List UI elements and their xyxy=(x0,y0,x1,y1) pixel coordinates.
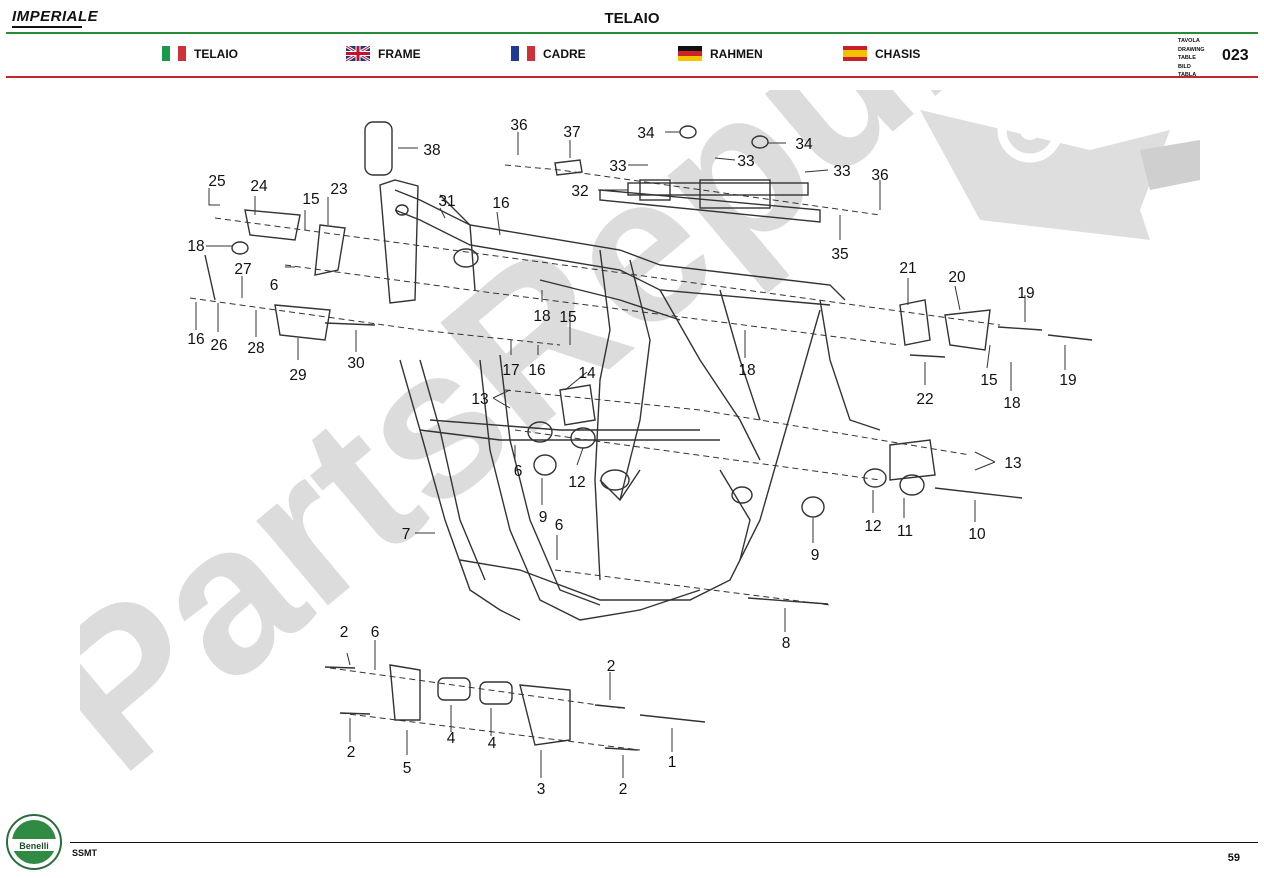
callout-18: 18 xyxy=(738,362,755,379)
callout-38: 38 xyxy=(423,142,440,159)
callout-6: 6 xyxy=(371,624,380,641)
benelli-logo: Benelli xyxy=(6,814,62,870)
callout-35: 35 xyxy=(831,246,848,263)
callout-16: 16 xyxy=(187,331,204,348)
drawing-label: DRAWING xyxy=(1178,46,1205,53)
gear-flag-icon xyxy=(920,97,1200,240)
callout-12: 12 xyxy=(568,474,585,491)
callout-12: 12 xyxy=(864,518,881,535)
brand-logo-text: IMPERIALE xyxy=(12,8,99,25)
callout-3: 3 xyxy=(537,781,546,798)
callout-18: 18 xyxy=(187,238,204,255)
callout-34: 34 xyxy=(637,125,655,142)
callout-6: 6 xyxy=(270,277,279,294)
page-number: 59 xyxy=(1227,852,1240,864)
callout-34: 34 xyxy=(795,136,813,153)
footer-model: SSMT xyxy=(72,848,98,858)
header-divider-red xyxy=(6,76,1258,78)
uk-flag-icon xyxy=(346,46,370,61)
callout-15: 15 xyxy=(559,309,576,326)
callout-21: 21 xyxy=(899,260,916,277)
callout-15: 15 xyxy=(302,191,319,208)
callout-5: 5 xyxy=(403,760,412,777)
callout-19: 19 xyxy=(1059,372,1076,389)
callout-32: 32 xyxy=(571,183,588,200)
callout-2: 2 xyxy=(340,624,349,641)
callout-31: 31 xyxy=(438,193,455,210)
callout-11: 11 xyxy=(897,523,913,540)
callout-9: 9 xyxy=(811,547,820,564)
callout-30: 30 xyxy=(347,355,365,372)
frame-exploded-diagram: 1 2 2 2 2 3 4 4 5 6 6 6 6 7 8 9 9 10 11 … xyxy=(187,117,1093,798)
callout-7: 7 xyxy=(402,526,411,543)
language-item-english: FRAME xyxy=(346,46,421,61)
callout-29: 29 xyxy=(289,367,306,384)
language-label: CHASIS xyxy=(875,46,921,61)
drawing-label: TABLE xyxy=(1178,55,1196,61)
callout-13: 13 xyxy=(1004,455,1021,472)
callout-6: 6 xyxy=(514,463,523,480)
callout-4: 4 xyxy=(488,735,497,752)
callout-2: 2 xyxy=(607,658,616,675)
callout-33: 33 xyxy=(609,158,626,175)
callout-24: 24 xyxy=(250,178,268,195)
callout-numbers: 1 2 2 2 2 3 4 4 5 6 6 6 6 7 8 9 9 10 11 … xyxy=(187,117,1076,798)
language-label: CADRE xyxy=(543,46,586,61)
callout-22: 22 xyxy=(916,391,933,408)
france-flag-icon xyxy=(511,46,535,61)
drawing-number: 023 xyxy=(1222,47,1249,64)
brand-underline xyxy=(12,26,82,28)
language-label: FRAME xyxy=(378,46,421,61)
drawing-label: TAVOLA xyxy=(1178,38,1200,44)
callout-33: 33 xyxy=(737,153,754,170)
callout-10: 10 xyxy=(968,526,986,543)
alignment-lines xyxy=(189,164,1001,751)
callout-8: 8 xyxy=(782,635,791,652)
language-item-spanish: CHASIS xyxy=(843,46,920,61)
spain-flag-icon xyxy=(843,46,867,61)
callout-36: 36 xyxy=(871,167,888,184)
callout-33: 33 xyxy=(833,163,850,180)
footer-divider xyxy=(70,842,1258,843)
callout-25: 25 xyxy=(208,173,225,190)
italy-flag-icon xyxy=(162,46,186,61)
callout-2: 2 xyxy=(347,744,356,761)
callout-36: 36 xyxy=(510,117,527,134)
callout-1: 1 xyxy=(668,754,677,771)
callout-2: 2 xyxy=(619,781,628,798)
callout-13: 13 xyxy=(471,391,488,408)
language-label: RAHMEN xyxy=(710,46,763,61)
germany-flag-icon xyxy=(678,46,702,61)
callout-9: 9 xyxy=(539,509,548,526)
callout-4: 4 xyxy=(447,730,456,747)
header-divider-green xyxy=(6,32,1258,34)
callout-19: 19 xyxy=(1017,285,1034,302)
page-title: TELAIO xyxy=(604,10,660,27)
callout-26: 26 xyxy=(210,337,227,354)
drawing-label: TABLA xyxy=(1178,72,1197,78)
callout-16: 16 xyxy=(492,195,509,212)
callout-18: 18 xyxy=(533,308,550,325)
language-label: TELAIO xyxy=(194,46,238,61)
callout-28: 28 xyxy=(247,340,264,357)
callout-14: 14 xyxy=(578,365,596,382)
bolts xyxy=(324,322,1093,751)
language-item-italian: TELAIO xyxy=(162,46,238,61)
logo-text: Benelli xyxy=(19,841,49,851)
language-item-french: CADRE xyxy=(511,46,586,61)
callout-20: 20 xyxy=(948,269,966,286)
callout-23: 23 xyxy=(330,181,347,198)
language-item-german: RAHMEN xyxy=(678,46,763,61)
drawing-labels: TAVOLA DRAWING TABLE BILD TABLA xyxy=(1178,37,1205,80)
callout-27: 27 xyxy=(234,261,251,278)
callout-37: 37 xyxy=(563,124,580,141)
callout-15: 15 xyxy=(980,372,997,389)
callout-6: 6 xyxy=(555,517,564,534)
callout-18: 18 xyxy=(1003,395,1020,412)
callout-16: 16 xyxy=(528,362,545,379)
callout-17: 17 xyxy=(502,362,519,379)
drawing-label: BILD xyxy=(1178,63,1191,70)
leader-lines xyxy=(195,131,1066,778)
frame-assembly xyxy=(379,179,881,621)
